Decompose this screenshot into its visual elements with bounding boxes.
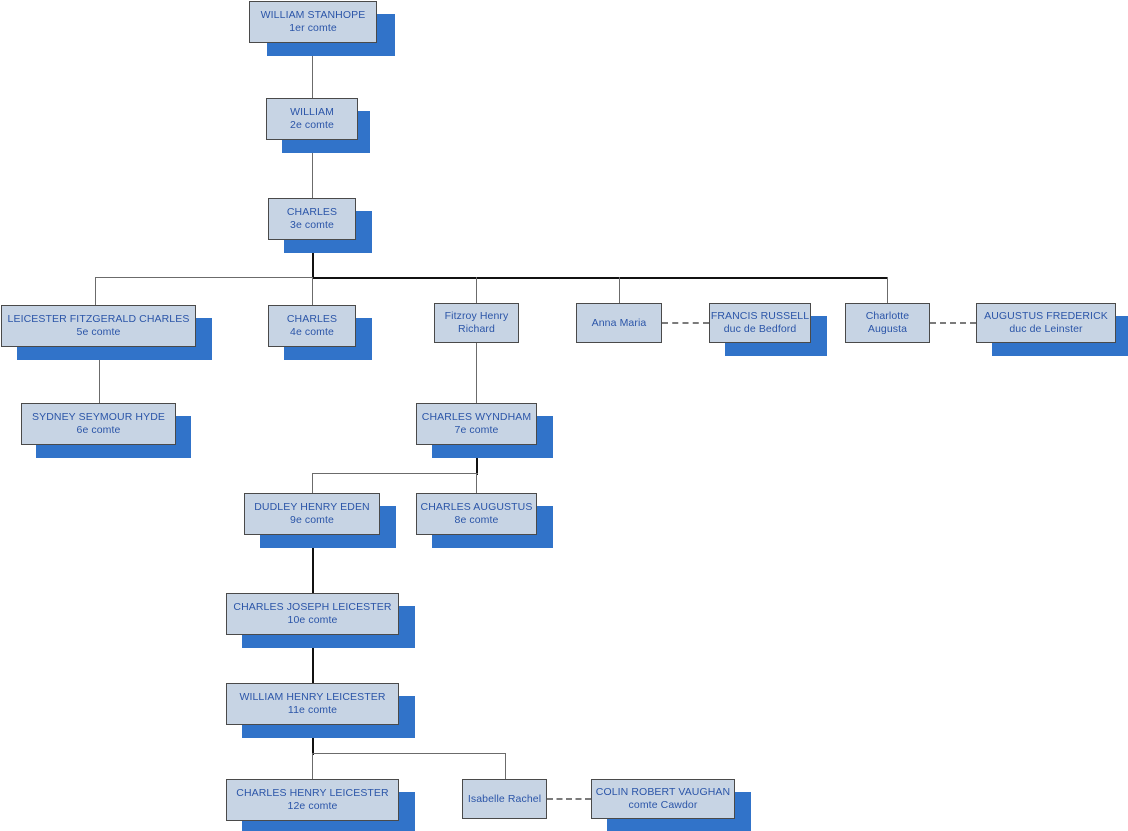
connector-line: [312, 753, 313, 779]
person-title: 2e comte: [290, 119, 334, 131]
person-name: Isabelle Rachel: [467, 792, 542, 805]
person-name: CHARLES JOSEPH LEICESTER: [233, 601, 392, 613]
person-title: Augusta: [867, 323, 908, 335]
marriage-link: [930, 322, 976, 324]
connector-line: [312, 753, 506, 754]
person-name: WILLIAM HENRY LEICESTER: [239, 691, 386, 703]
connector-line: [95, 277, 96, 305]
person-name: DUDLEY HENRY EDEN: [254, 501, 370, 513]
connector-line: [476, 343, 477, 403]
connector-line: [312, 725, 314, 755]
person-title: 7e comte: [454, 424, 499, 436]
connector-line: [476, 277, 477, 303]
connector-line: [312, 277, 313, 305]
person-title: duc de Bedford: [723, 323, 797, 335]
person-name: LEICESTER FITZGERALD CHARLES: [7, 313, 190, 325]
person-name: SYDNEY SEYMOUR HYDE: [32, 411, 165, 423]
person-title: 6e comte: [76, 424, 121, 436]
marriage-link: [662, 322, 709, 324]
connector-line: [312, 473, 478, 474]
person-name: Anna Maria: [591, 316, 647, 329]
person-name: CHARLES: [286, 206, 338, 218]
person-title: 1er comte: [289, 22, 337, 34]
person-title: 11e comte: [287, 704, 338, 716]
marriage-link: [547, 798, 591, 800]
person-title: 3e comte: [290, 219, 334, 231]
person-name: WILLIAM: [290, 106, 334, 118]
person-name: WILLIAM STANHOPE: [260, 9, 366, 21]
person-title: 8e comte: [454, 514, 499, 526]
person-name: CHARLES: [286, 313, 338, 325]
connector-line: [505, 753, 506, 779]
person-name: CHARLES HENRY LEICESTER: [236, 787, 389, 799]
connector-line: [476, 445, 478, 475]
person-name: CHARLES AUGUSTUS: [420, 501, 533, 513]
connector-line: [887, 277, 888, 303]
connector-line: [312, 277, 888, 279]
person-name: COLIN ROBERT VAUGHAN: [595, 786, 731, 798]
connector-line: [312, 140, 313, 198]
person-node[interactable]: Anna Maria: [576, 303, 662, 343]
person-title: duc de Leinster: [1009, 323, 1083, 335]
connector-line: [312, 535, 314, 593]
connector-line: [312, 240, 314, 278]
person-title: 10e comte: [287, 614, 338, 626]
connector-line: [476, 473, 477, 493]
person-node[interactable]: Isabelle Rachel: [462, 779, 547, 819]
person-title: 4e comte: [290, 326, 334, 338]
connector-line: [99, 347, 100, 403]
person-name: AUGUSTUS FREDERICK: [984, 310, 1108, 322]
person-name: CHARLES WYNDHAM: [421, 411, 532, 423]
connector-line: [95, 277, 313, 278]
person-name: Fitzroy Henry: [444, 310, 509, 322]
connector-line: [619, 277, 620, 303]
person-title: comte Cawdor: [628, 799, 698, 811]
person-title: 5e comte: [76, 326, 121, 338]
person-title: 12e comte: [287, 800, 338, 812]
person-title: Richard: [458, 323, 495, 335]
person-name: Charlotte: [865, 310, 910, 322]
connector-line: [312, 473, 313, 493]
connector-line: [312, 635, 314, 683]
person-title: 9e comte: [290, 514, 334, 526]
person-name: FRANCIS RUSSELL: [710, 310, 810, 322]
connector-line: [312, 43, 313, 98]
